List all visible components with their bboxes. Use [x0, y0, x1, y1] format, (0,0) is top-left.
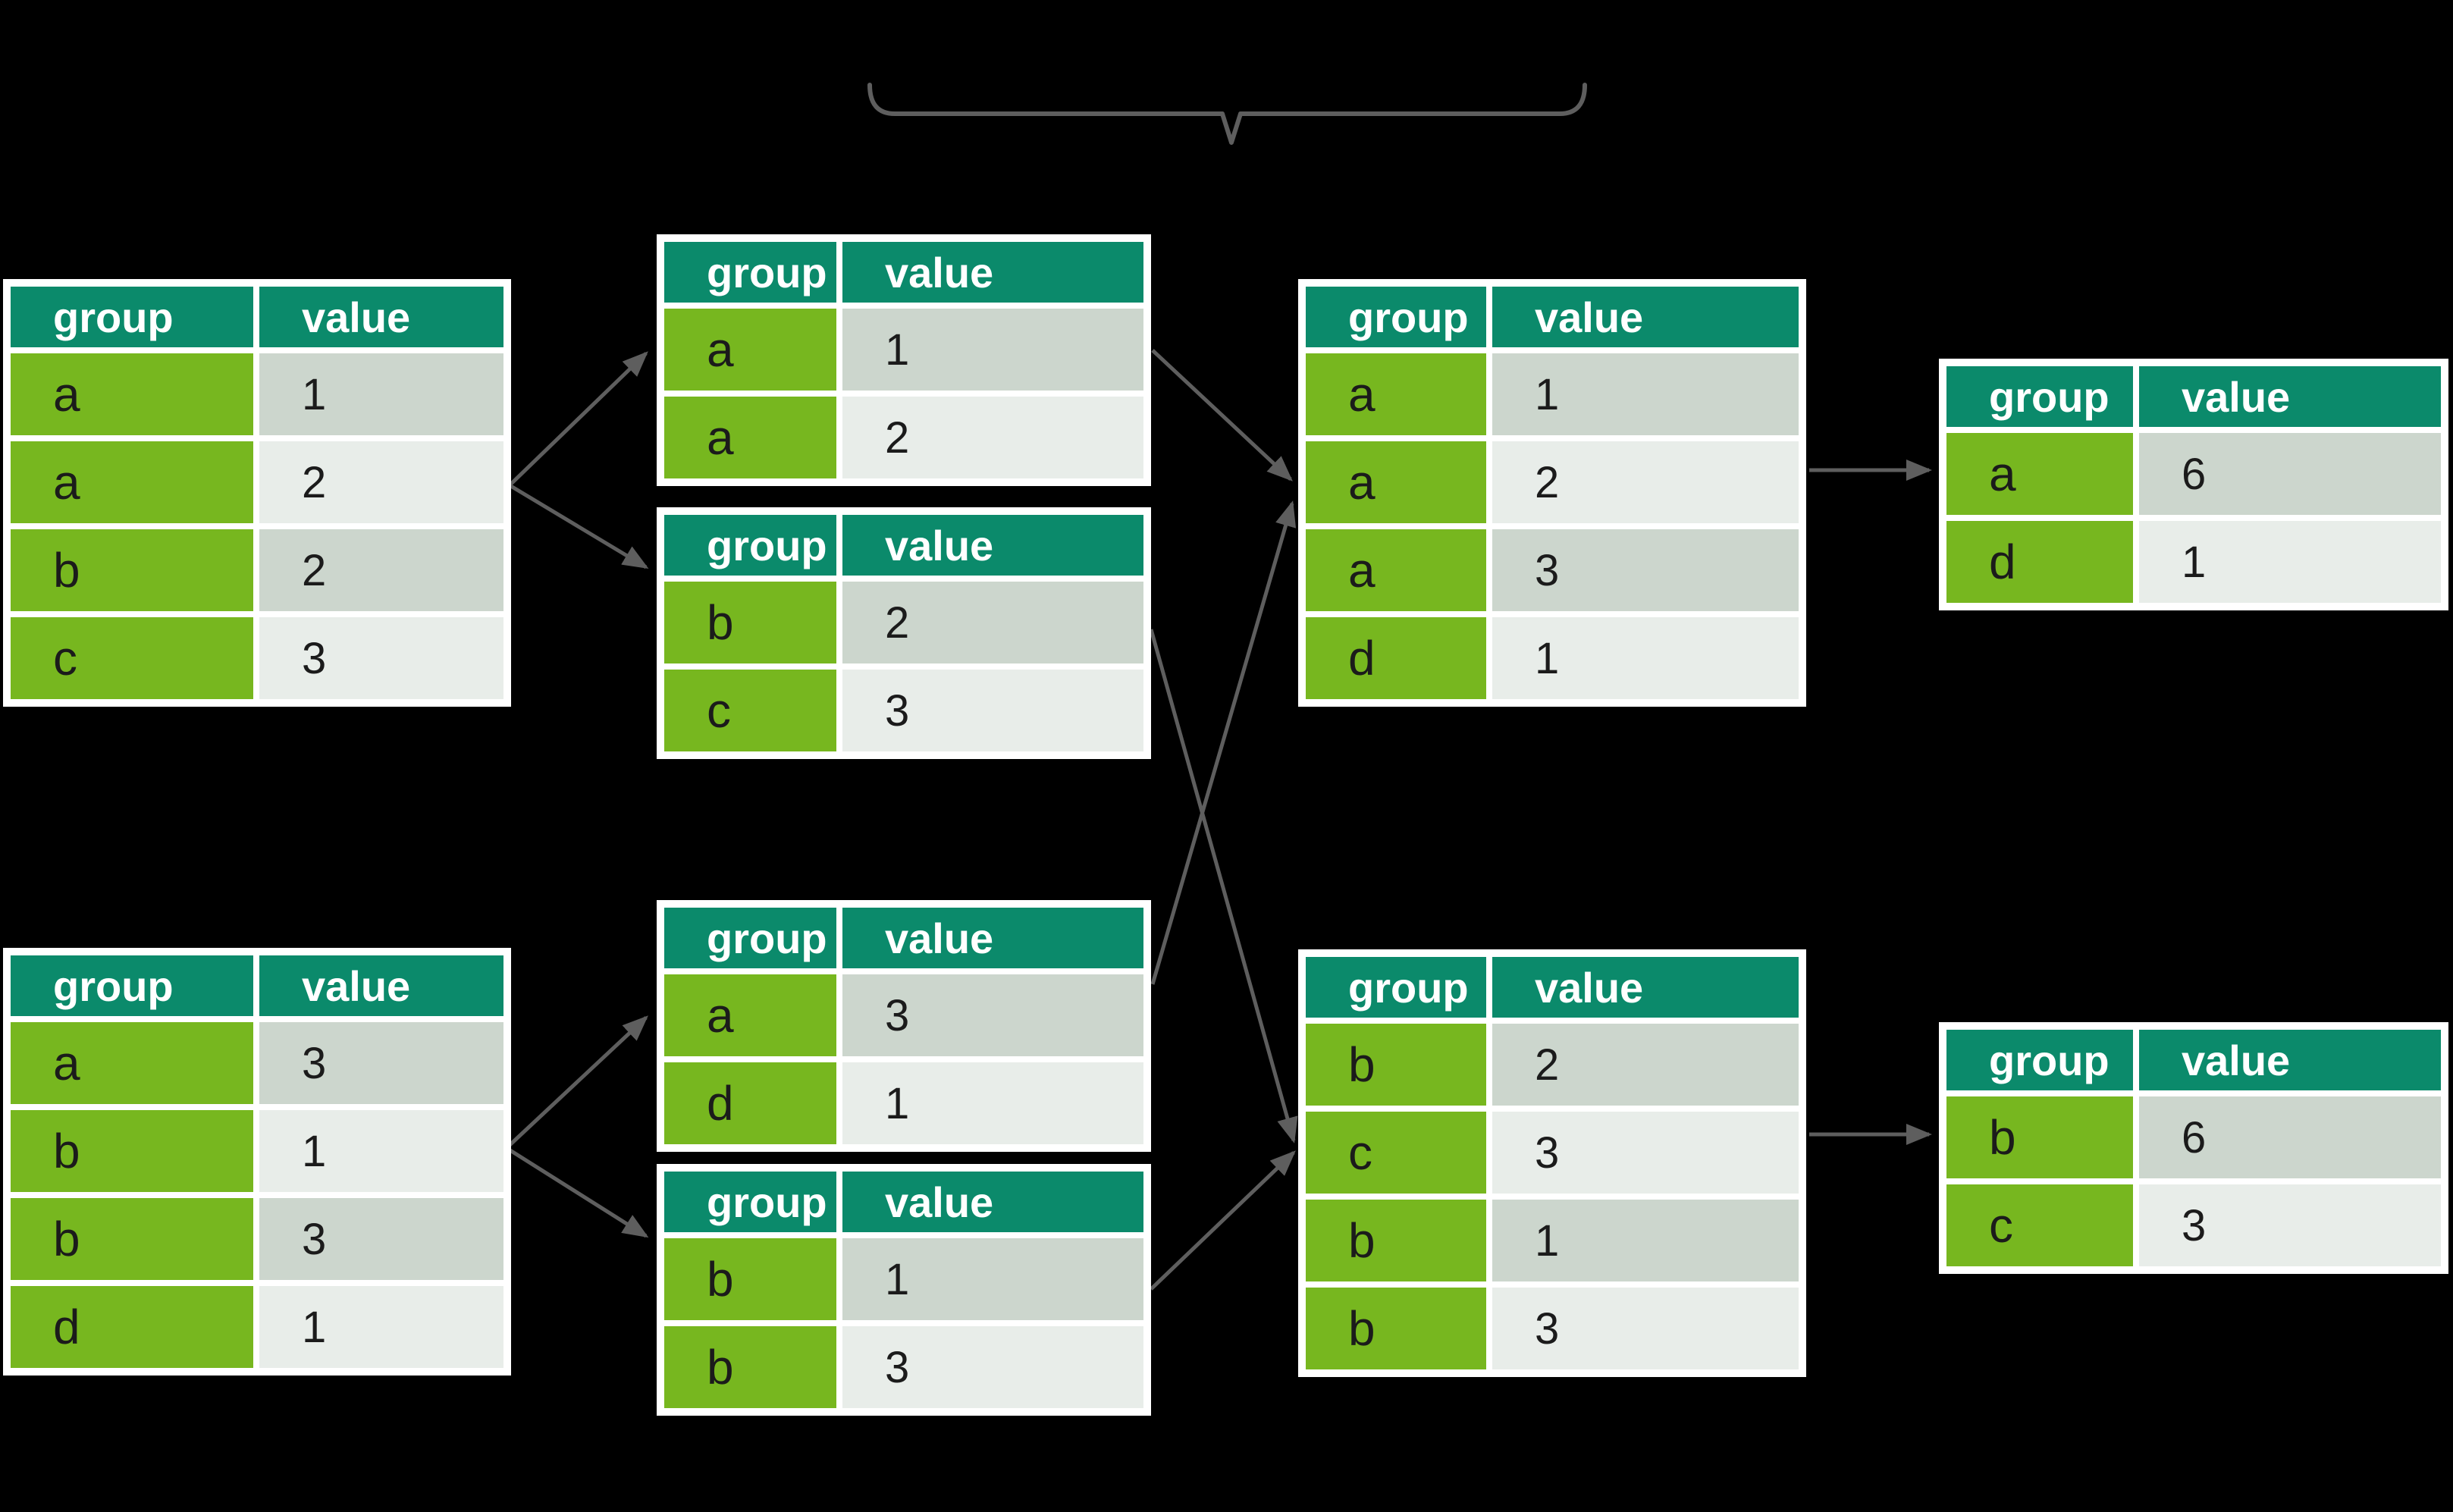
arrow-source-top-to-split-bc [508, 483, 649, 569]
arrow-split-a-to-regrouped-top [1151, 349, 1293, 482]
value-header-cell: value [2139, 1030, 2441, 1090]
value-header-cell: value [842, 908, 1143, 968]
group-cell: a [1306, 353, 1486, 435]
value-header-cell: value [1492, 287, 1799, 347]
table-split-groups-bc: group value b 2 c 3 [657, 507, 1151, 759]
group-cell: c [1306, 1112, 1486, 1194]
group-cell: b [11, 1198, 253, 1280]
value-header-cell: value [842, 242, 1143, 303]
arrow-split-bc-to-regrouped-bottom [1149, 629, 1298, 1143]
group-cell: a [11, 441, 253, 523]
group-cell: b [11, 529, 253, 611]
value-cell: 3 [259, 617, 503, 699]
value-cell: 1 [842, 1238, 1143, 1320]
group-cell: b [1306, 1200, 1486, 1281]
table-split-group-b: group value b 1 b 3 [657, 1164, 1151, 1416]
table-split-groups-ad: group value a 3 d 1 [657, 900, 1151, 1152]
value-cell: 3 [1492, 1288, 1799, 1369]
arrow-source-top-to-split-a [508, 351, 648, 487]
value-cell: 1 [259, 353, 503, 435]
value-cell: 1 [842, 1062, 1143, 1144]
group-cell: b [664, 1326, 836, 1408]
group-cell: b [664, 582, 836, 663]
group-header-cell: group [1946, 1030, 2133, 1090]
group-cell: d [1946, 521, 2133, 603]
group-cell: c [1946, 1184, 2133, 1266]
group-cell: d [1306, 617, 1486, 699]
group-cell: a [664, 974, 836, 1056]
value-cell: 2 [1492, 1024, 1799, 1106]
group-cell: b [1306, 1288, 1486, 1369]
group-cell: a [664, 309, 836, 391]
group-header-cell: group [664, 1172, 836, 1232]
value-cell: 3 [1492, 1112, 1799, 1194]
group-cell: b [1946, 1096, 2133, 1178]
group-cell: c [11, 617, 253, 699]
arrow-split-ad-to-regrouped-top [1150, 500, 1297, 985]
group-header-cell: group [1306, 287, 1486, 347]
value-cell: 2 [259, 441, 503, 523]
table-regrouped-bottom: group value b 2 c 3 b 1 b 3 [1298, 949, 1806, 1377]
table-source-top: group value a 1 a 2 b 2 c 3 [3, 279, 511, 707]
arrow-source-bottom-to-split-b [505, 1146, 649, 1238]
arrow-source-bottom-to-split-ad [505, 1015, 648, 1150]
arrow-split-b-to-regrouped-bottom [1150, 1150, 1296, 1291]
group-header-cell: group [1306, 957, 1486, 1018]
value-cell: 1 [2139, 521, 2441, 603]
value-cell: 3 [2139, 1184, 2441, 1266]
value-cell: 1 [1492, 1200, 1799, 1281]
group-cell: a [1946, 433, 2133, 515]
value-cell: 6 [2139, 433, 2441, 515]
value-cell: 1 [842, 309, 1143, 391]
group-cell: a [664, 397, 836, 478]
value-cell: 6 [2139, 1096, 2441, 1178]
table-summary-top: group value a 6 d 1 [1939, 359, 2448, 610]
value-header-cell: value [2139, 366, 2441, 427]
value-cell: 3 [842, 974, 1143, 1056]
group-header-cell: group [664, 515, 836, 576]
value-cell: 1 [1492, 617, 1799, 699]
group-cell: d [11, 1286, 253, 1368]
table-summary-bottom: group value b 6 c 3 [1939, 1022, 2448, 1274]
value-cell: 3 [259, 1022, 503, 1104]
group-cell: c [664, 670, 836, 751]
group-cell: b [1306, 1024, 1486, 1106]
value-cell: 2 [842, 582, 1143, 663]
top-brace [867, 83, 1587, 145]
value-header-cell: value [1492, 957, 1799, 1018]
table-source-bottom: group value a 3 b 1 b 3 d 1 [3, 948, 511, 1376]
group-header-cell: group [1946, 366, 2133, 427]
group-header-cell: group [664, 908, 836, 968]
value-cell: 1 [1492, 353, 1799, 435]
group-cell: b [664, 1238, 836, 1320]
value-cell: 2 [1492, 441, 1799, 523]
group-header-cell: group [11, 287, 253, 347]
value-cell: 2 [259, 529, 503, 611]
group-header-cell: group [11, 955, 253, 1016]
value-cell: 3 [842, 1326, 1143, 1408]
group-header-cell: group [664, 242, 836, 303]
value-cell: 1 [259, 1286, 503, 1368]
value-cell: 3 [842, 670, 1143, 751]
value-header-cell: value [259, 287, 503, 347]
value-header-cell: value [259, 955, 503, 1016]
group-cell: b [11, 1110, 253, 1192]
group-cell: a [1306, 529, 1486, 611]
value-cell: 3 [259, 1198, 503, 1280]
value-header-cell: value [842, 515, 1143, 576]
table-regrouped-top: group value a 1 a 2 a 3 d 1 [1298, 279, 1806, 707]
group-cell: a [1306, 441, 1486, 523]
group-cell: d [664, 1062, 836, 1144]
value-cell: 1 [259, 1110, 503, 1192]
group-cell: a [11, 353, 253, 435]
value-header-cell: value [842, 1172, 1143, 1232]
value-cell: 2 [842, 397, 1143, 478]
table-split-group-a: group value a 1 a 2 [657, 234, 1151, 486]
value-cell: 3 [1492, 529, 1799, 611]
group-cell: a [11, 1022, 253, 1104]
